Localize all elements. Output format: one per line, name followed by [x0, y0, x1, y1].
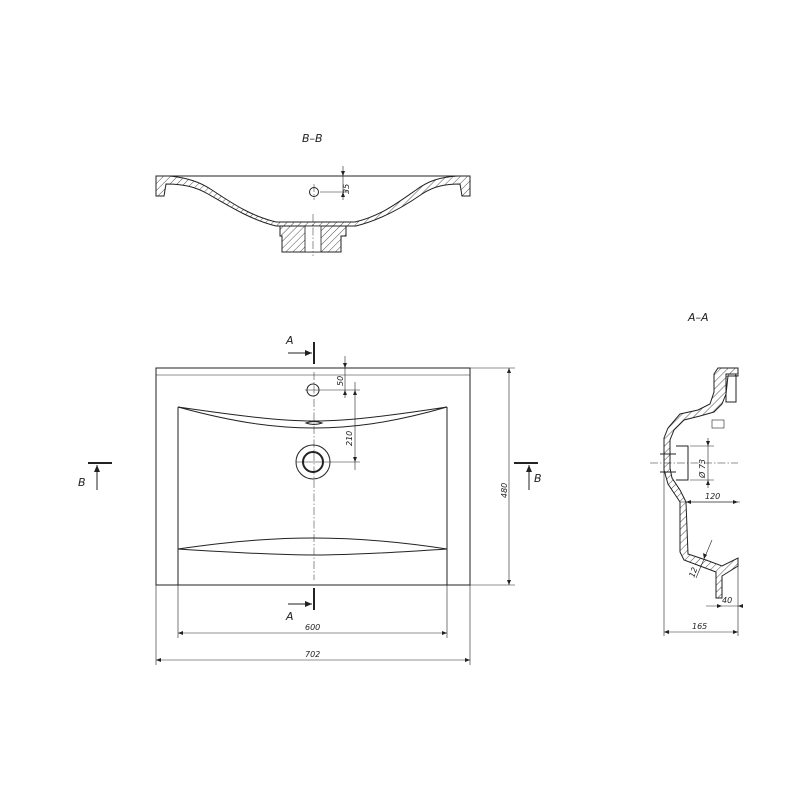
dim-35: 35 — [342, 184, 351, 194]
dim-702: 702 — [305, 650, 320, 659]
section-bb-label: B–B — [302, 132, 323, 145]
dim-600: 600 — [305, 623, 320, 632]
cut-b-right-label: B — [534, 472, 542, 485]
section-aa-label: A–A — [687, 311, 709, 324]
cut-marker-b-right: B — [514, 462, 542, 490]
section-aa-tap-hole — [725, 373, 737, 403]
section-bb-wall — [155, 175, 471, 227]
dim-480: 480 — [500, 483, 509, 498]
cut-marker-a-top: A — [285, 334, 315, 364]
cut-marker-b-left: B — [78, 462, 112, 490]
plan-overflow-slot — [304, 421, 324, 425]
section-bb-view: B–B 35 — [155, 132, 471, 256]
section-aa-view: A–A Ø 73 120 12 40 165 — [650, 311, 743, 636]
dim-40: 40 — [722, 596, 732, 605]
dim-165: 165 — [692, 622, 707, 631]
dim-12: 12 — [687, 566, 699, 579]
cut-a-top-label: A — [285, 334, 294, 347]
section-aa-shell — [663, 367, 739, 599]
dim-diam-73: Ø 73 — [697, 459, 707, 479]
cut-a-bottom-label: A — [285, 610, 294, 623]
dim-210: 210 — [345, 431, 354, 446]
plan-bowl-outline — [177, 406, 448, 585]
dim-50: 50 — [336, 376, 345, 386]
plan-view: 50 210 480 600 702 A — [78, 334, 542, 665]
cut-marker-a-bottom: A — [285, 588, 315, 623]
cut-b-left-label: B — [78, 476, 86, 489]
plan-outer-outline — [155, 367, 471, 586]
dim-120: 120 — [705, 492, 720, 501]
